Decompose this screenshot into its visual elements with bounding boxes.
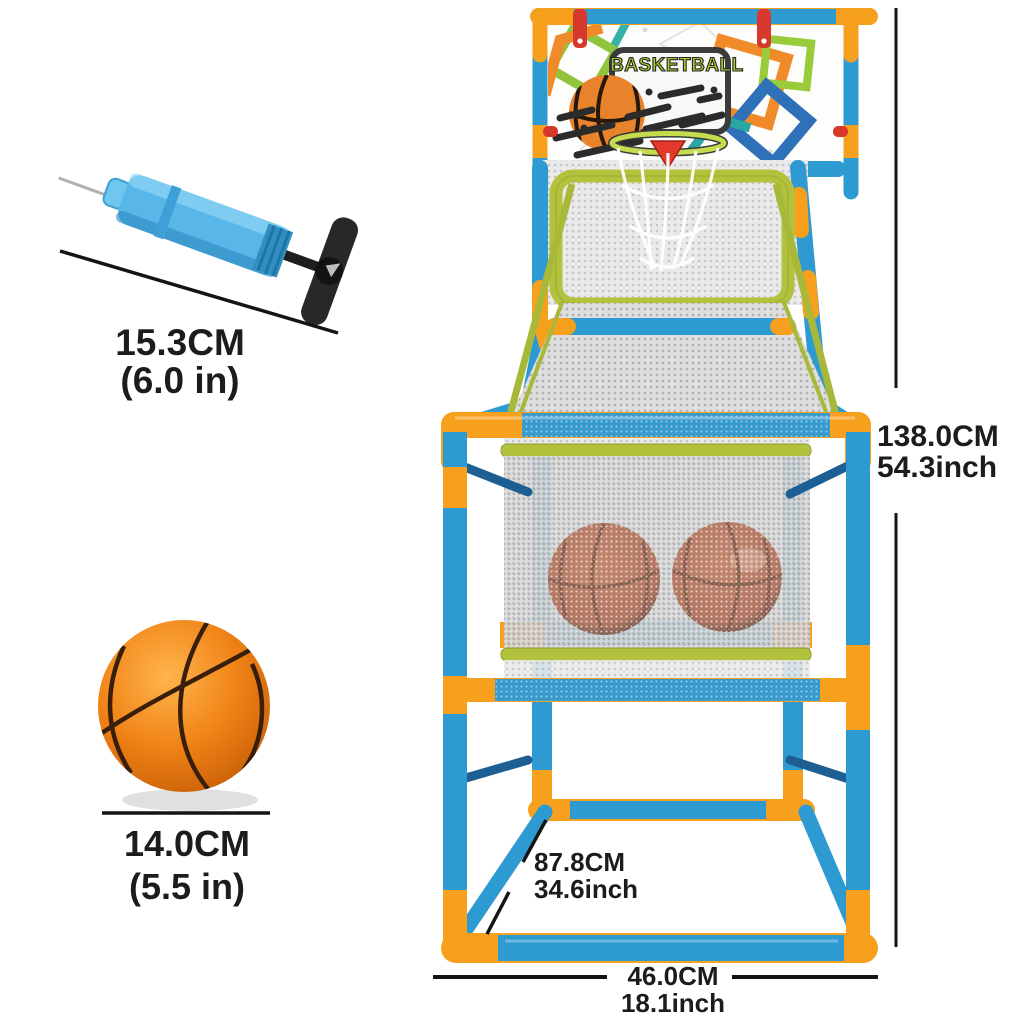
hoop-net-icon [608, 129, 728, 272]
arcade-stand-icon [441, 8, 878, 963]
height-dimension-cm: 138.0CM [877, 420, 999, 453]
net-cords [502, 183, 844, 431]
middle-bar [443, 678, 870, 702]
pump-rod [283, 250, 323, 273]
main-top-bar [441, 412, 871, 474]
ball-dimension-in: (5.5 in) [128, 866, 245, 907]
pump-dimension-line [59, 249, 339, 335]
red-strap-icon [573, 9, 771, 48]
red-peg-icon [543, 126, 558, 137]
catch-net [500, 430, 812, 678]
speed-dots [580, 86, 718, 132]
backboard-icon [548, 16, 858, 168]
ball-dimension-label: 14.0CM (5.5 in) [87, 822, 287, 908]
floor-diagonal [452, 804, 553, 946]
air-pump-icon [58, 173, 358, 326]
width-dimension-cm: 46.0CM [627, 961, 719, 991]
height-dimension-in: 54.3inch [877, 451, 998, 484]
mini-basketball-icon [98, 620, 270, 811]
white-net [616, 147, 720, 272]
width-dimension-in: 18.1inch [620, 988, 726, 1018]
pump-body [118, 175, 289, 276]
back-bottom-bar [528, 799, 815, 821]
depth-dimension-label: 87.8CM 34.6inch [534, 849, 638, 903]
pump-dimension-label: 15.3CM (6.0 in) [80, 324, 280, 400]
pump-dimension-in: (6.0 in) [120, 360, 240, 401]
width-dimension-label: 46.0CM 18.1inch [593, 963, 753, 1017]
depth-dimension-cm: 87.8CM [534, 847, 626, 877]
goal-net-frame [549, 169, 795, 311]
depth-tick-lower [485, 891, 511, 935]
dimension-lines [59, 8, 898, 979]
ball-dimension-cm: 14.0CM [123, 823, 251, 864]
ramp-crossbar [546, 318, 796, 335]
red-peg-icon [833, 126, 848, 137]
front-bottom-bar [441, 933, 878, 963]
pump-dimension-cm: 15.3CM [115, 322, 245, 363]
height-dimension-label: 138.0CM 54.3inch [877, 421, 999, 483]
pump-needle [58, 176, 111, 199]
depth-dimension-in: 34.6inch [534, 874, 639, 904]
depth-tick-upper [521, 819, 548, 863]
speed-lines [552, 84, 726, 159]
backboard-logo-text: BASKETBALL [609, 54, 744, 76]
